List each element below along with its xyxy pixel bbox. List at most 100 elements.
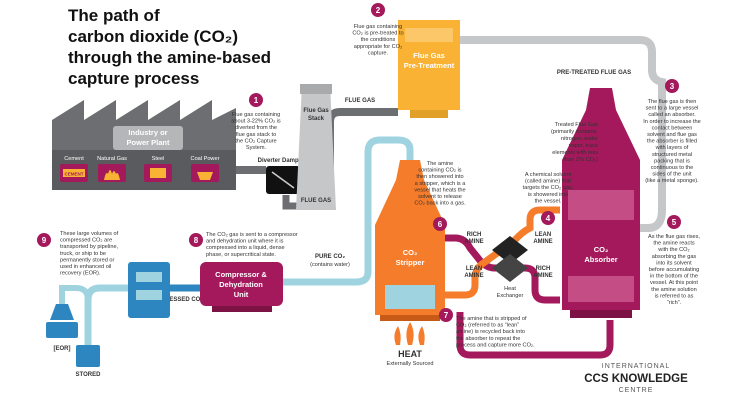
heat-exchanger-label-1: Heat: [504, 286, 516, 292]
compressed-co2-label: COMPRESSED CO₂: [147, 297, 203, 303]
heat-label: HEAT: [398, 349, 422, 359]
lean-amine-label-1a: LEAN: [535, 232, 551, 238]
step-5-text: “rich”.: [667, 300, 682, 306]
step-7-badge: [439, 308, 453, 322]
step-6-text: vessel that heats the: [414, 187, 465, 193]
treated-gas-line-4: vapor, trace: [569, 143, 598, 149]
steel-label: Steel: [152, 156, 165, 162]
step-4-text: A chemical solvent: [525, 172, 572, 178]
compressor-label-3: Unit: [234, 290, 249, 299]
step-4-number: 4: [546, 214, 551, 223]
step-7-text: amine) is recycled back into: [456, 329, 525, 335]
step-9-text: compressed CO₂ are: [60, 238, 112, 244]
storage-icon: [76, 345, 100, 367]
heat-source-label: Externally Sourced: [387, 361, 434, 367]
treated-gas-line-1: Treated Flue Gas: [555, 122, 599, 128]
step-1-text: diverted from the: [235, 125, 277, 131]
step-4-text: is showered into: [528, 192, 568, 198]
step-9-text: used in enhanced oil: [60, 264, 111, 270]
eor-label: [EOR]: [54, 346, 71, 352]
ccs-logo: INTERNATIONAL CCS KNOWLEDGE CENTRE: [584, 363, 688, 394]
lean-amine-label-2a: LEAN: [466, 266, 482, 272]
treated-gas-line-6: than 2% CO₂): [563, 157, 598, 163]
pipe-pretreated-flue-gas: [460, 36, 666, 100]
oil-pump-icon: [50, 304, 74, 320]
step-3-text: sent to a large vessel: [646, 106, 699, 112]
step-5-text: vessel. At this point: [650, 280, 698, 286]
treated-gas-line-2: (primarily contains:: [551, 129, 598, 135]
co2-stripper: CO₂ Stripper: [375, 160, 445, 321]
pure-co2-label-1: PURE CO₂: [315, 254, 345, 260]
step-1-text: Flue gas containing: [232, 112, 281, 118]
pipe-to-eor: [59, 285, 91, 318]
flue-gas-label-top: FLUE GAS: [345, 98, 375, 104]
step-6-badge: [433, 217, 447, 231]
co2-absorber: CO₂ Absorber: [562, 88, 640, 318]
title-line-3: through the amine-based: [68, 48, 271, 67]
step-3-badge: [665, 79, 679, 93]
pipe-pure-co2: [283, 136, 414, 286]
step-4-badge: [541, 211, 555, 225]
heat-exchanger-label-2: Exchanger: [497, 293, 524, 299]
absorber-label-1: CO₂: [594, 245, 609, 254]
heat-exchanger: Heat Exchanger: [492, 236, 528, 299]
coal-power-label: Coal Power: [191, 156, 220, 162]
step-4-text: the vessel.: [535, 198, 562, 204]
cement-sign: CEMENT: [65, 172, 84, 177]
step-2-text: capture.: [368, 50, 389, 56]
step-2-text: the conditions: [361, 37, 396, 43]
step-7-text: CO₂ (referred to as “lean”: [456, 323, 519, 329]
compressor-unit: Compressor & Dehydration Unit: [200, 262, 283, 312]
step-5-text: As the flue gas rises,: [648, 234, 700, 240]
diverter-label: Diverter Damper: [258, 158, 305, 164]
step-8-badge: [189, 233, 203, 247]
transport-storage: [EOR] STORED: [46, 262, 170, 378]
lean-amine-label-1b: AMINE: [533, 239, 552, 245]
natural-gas-label: Natural Gas: [97, 156, 127, 162]
step-9-number: 9: [42, 236, 47, 245]
step-7-text: The amine that is stripped of: [456, 316, 527, 322]
step-1-number: 1: [254, 96, 259, 105]
step-5-text: absorbing the gas: [652, 254, 697, 260]
step-1-badge: [249, 93, 263, 107]
step-7-number: 7: [444, 311, 449, 320]
step-8-text: compressed into a liquid, dense: [206, 245, 285, 251]
truck-icon: [136, 272, 162, 282]
logo-line-2: CCS KNOWLEDGE: [584, 373, 688, 385]
step-9-text: These large volumes of: [60, 231, 119, 237]
step-1-text: about 3-22% CO₂ is: [231, 119, 281, 125]
plant-label-1: Industry or: [128, 128, 167, 137]
treated-gas-line-5: elements with less: [552, 150, 598, 156]
step-2-text: appropriate for CO₂: [354, 44, 403, 50]
treated-gas-line-3: nitrogen, water: [561, 136, 598, 142]
step-6-number: 6: [438, 220, 443, 229]
step-2-badge: [371, 3, 385, 17]
pipe-rich-amine-bottom: [456, 312, 614, 359]
lean-amine-label-2b: AMINE: [464, 273, 483, 279]
step-5-text: with the CO₂: [657, 247, 689, 253]
step-5-text: in the bottom of the: [650, 274, 698, 280]
step-5-text: before accumulating: [649, 267, 699, 273]
logo-line-1: INTERNATIONAL: [602, 363, 671, 370]
step-5-text: the amine reacts: [653, 241, 695, 247]
diverter-damper: Diverter Damper: [258, 158, 305, 194]
step-8-text: phase, or supercritical state.: [206, 252, 276, 258]
step-6-text: then showered into: [416, 174, 463, 180]
step-5-text: is referred to as: [655, 293, 694, 299]
step-8-text: The CO₂ gas is sent to a compressor: [206, 232, 298, 238]
flame-icon: [394, 326, 401, 345]
stored-label: STORED: [76, 372, 102, 378]
step-3-number: 3: [670, 82, 675, 91]
logo-line-3: CENTRE: [619, 387, 654, 394]
pretreatment-label-2: Pre-Treatment: [404, 61, 455, 70]
step-3-text: (like a metal sponge).: [645, 178, 699, 184]
step-3-text: with layers of: [655, 145, 689, 151]
title-line-1: The path of: [68, 6, 160, 25]
step-2-text: CO₂ is pre-treated to: [352, 31, 403, 37]
